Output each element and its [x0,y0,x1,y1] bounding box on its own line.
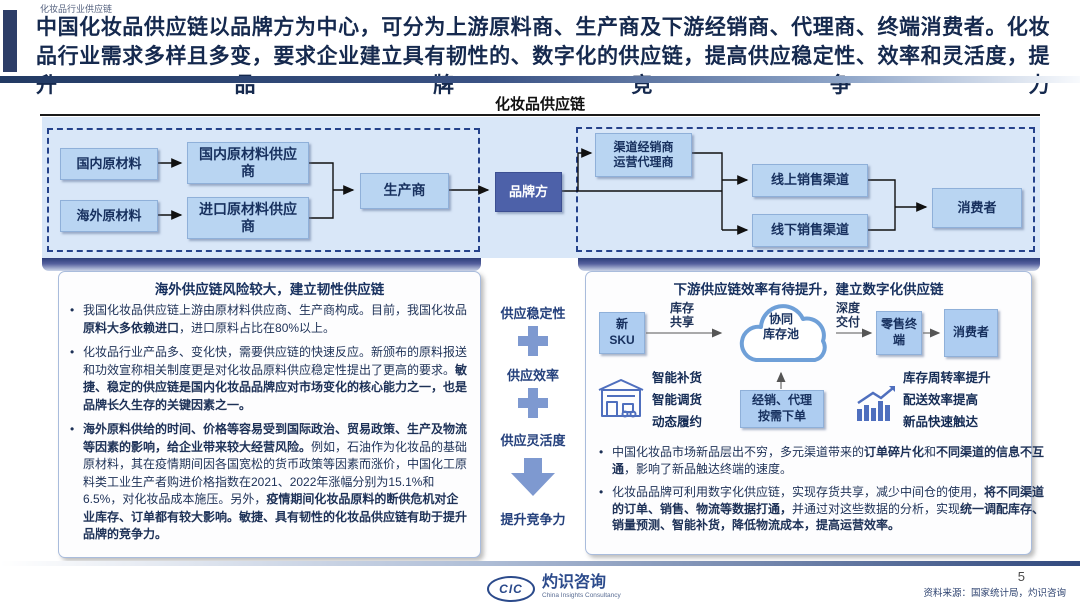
downstream-dashed-box [576,127,1035,252]
list-item: 我国化妆品供应链上游由原材料供应商、生产商构成。目前，我国化妆品原料大多依赖进口… [70,302,470,337]
cic-logo-icon: CIC [487,576,535,602]
right-box-title: 下游供应链效率有待提升，建立数字化供应链 [673,282,944,297]
warehouse-icon [598,379,644,418]
breadcrumb: 化妆品行业供应链 [40,4,113,14]
page-number: 5 [1017,569,1025,584]
inventory-pool-cloud: 协同库存池 [726,296,836,370]
logo-subtitle: China Insights Consultancy [542,592,621,599]
flow-connector-arrows [646,328,941,389]
left-box-title: 海外供应链风险较大，建立韧性供应链 [154,282,385,297]
list-item: 海外原料供给的时间、价格等容易受到国际政治、贸易政策、生产及物流等因素的影响，给… [70,421,470,544]
flow-arrows [156,148,928,235]
page-title: 中国化妆品供应链以品牌方为中心，可分为上游原料商、生产商及下游经销商、代理商、终… [36,16,1050,97]
label-inventory-sharing: 库存共享 [670,301,695,329]
efficiency-benefit-list: 库存周转率提升 配送效率提高 新品快速触达 [903,371,991,429]
node-retail-terminal: 零售终端 [876,311,922,355]
node-consumer: 消费者 [932,188,1022,228]
node-import-supplier: 进口原材料供应商 [187,197,309,239]
cic-logo: CIC 灼识咨询 China Insights Consultancy [487,574,621,602]
node-brand: 品牌方 [495,172,562,212]
node-domestic-raw: 国内原材料 [60,148,158,180]
list-item: 化妆品行业产品多、变化快，需要供应链的快速反应。新颁布的原料报送和功效宣称相关制… [70,344,470,414]
down-arrow-icon [511,458,555,496]
title-accent-bar [3,10,17,72]
node-overseas-raw: 海外原材料 [60,200,158,232]
node-offline-channel: 线下销售渠道 [752,214,868,247]
logo-name: 灼识咨询 [542,574,607,591]
label-deep-delivery: 深度交付 [836,301,861,329]
left-box-bullets: 我国化妆品供应链上游由原材料供应商、生产商构成。目前，我国化妆品原料大多依赖进口… [59,302,480,544]
node-order-on-demand: 经销、代理按需下单 [740,390,824,428]
diagram-topline [40,114,1040,116]
label-supply-stability: 供应稳定性 [500,306,566,321]
list-item: 化妆品品牌可利用数字化供应链，实现存货共享，减少中间仓的使用，将不同渠道的订单、… [599,484,1046,534]
resilient-supply-chain-box: 海外供应链风险较大，建立韧性供应链 我国化妆品供应链上游由原材料供应商、生产商构… [58,271,481,558]
label-supply-flexibility: 供应灵活度 [500,433,566,448]
band-bevel-right [578,258,1040,271]
diagram-heading: 化妆品供应链 [494,96,585,113]
right-box-bullets: 中国化妆品市场新品层出不穷，多元渠道带来的订单碎片化和不同渠道的信息不互通，影响… [588,444,1056,541]
node-online-channel: 线上销售渠道 [752,164,868,197]
node-manufacturer: 生产商 [360,173,449,209]
cloud-icon [739,304,827,362]
footer-divider [0,561,1080,566]
plus-icon [518,326,548,356]
smart-capability-list: 智能补货 智能调货 动态履约 [652,371,703,429]
node-channel-agent: 渠道经销商 运营代理商 [595,133,692,177]
growth-chart-icon [857,386,895,421]
node-domestic-supplier: 国内原材料供应商 [187,142,309,184]
band-bevel-left [42,258,481,271]
plus-icon [518,388,548,418]
source-note: 资料来源：国家统计局，灼识咨询 [923,589,1066,599]
inventory-pool-label: 协同库存池 [762,312,799,341]
header-divider [0,76,1080,83]
label-supply-efficiency: 供应效率 [506,368,559,383]
node-flow-consumer: 消费者 [944,309,998,357]
label-competitiveness: 提升竞争力 [500,512,566,527]
list-item: 中国化妆品市场新品层出不穷，多元渠道带来的订单碎片化和不同渠道的信息不互通，影响… [599,444,1046,477]
